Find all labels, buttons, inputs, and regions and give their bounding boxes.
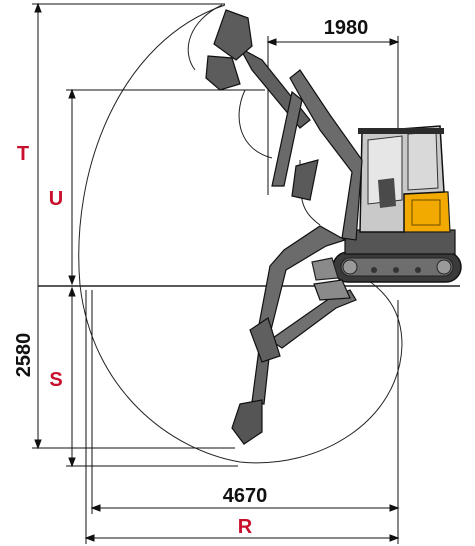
marker-s: S [49,369,62,391]
outer-reach-arc [78,4,403,464]
excavator-boom-lowered [231,225,357,445]
excavator-tracks [311,251,462,283]
dig-depth-value: 2580 [13,333,35,378]
excavator-upper-structure [344,125,456,255]
upper-bucket-arc [187,4,223,71]
excavator-boom-raised [205,9,363,241]
dimension-values: 1980 4670 2580 [13,17,368,507]
range-markers: T U S R [17,143,253,538]
inner-arm-arc [238,89,273,159]
marker-u: U [49,188,63,210]
vertical-dimensions [32,2,265,468]
marker-r: R [238,516,253,538]
marker-t: T [17,143,29,165]
bottom-width-value: 4670 [223,485,268,507]
horizontal-dimensions [84,36,400,544]
top-width-value: 1980 [324,17,369,39]
